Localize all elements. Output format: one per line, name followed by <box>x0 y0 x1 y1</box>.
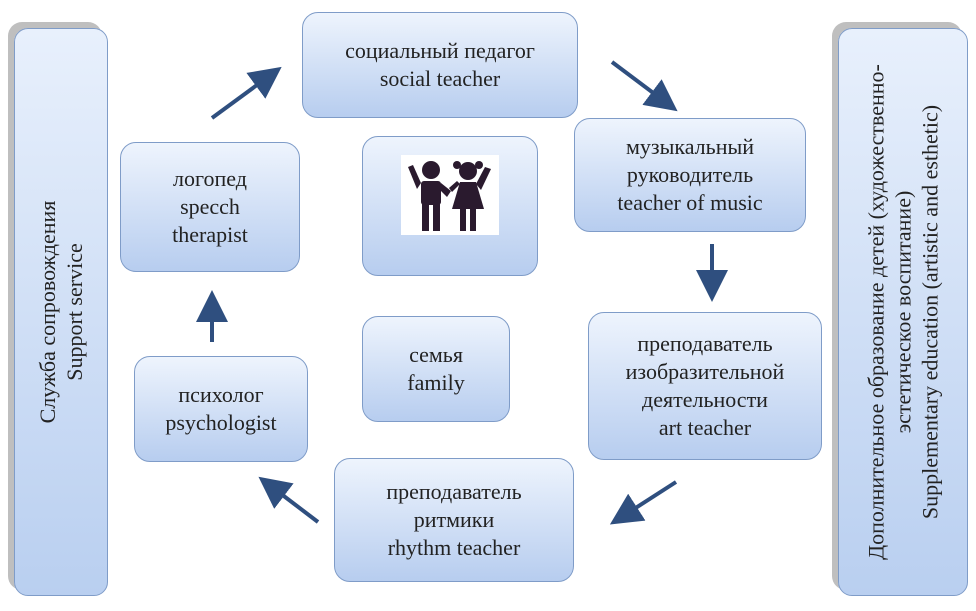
node-family: семья family <box>362 316 510 422</box>
node-rhythm-teacher: преподаватель ритмики rhythm teacher <box>334 458 574 582</box>
children-icon <box>401 155 499 235</box>
arrow-art-to-rhythm <box>609 480 678 525</box>
supplementary-education-panel: Дополнительное образование детей (художе… <box>838 28 968 596</box>
arrow-speech-to-social <box>210 66 282 120</box>
node-art-teacher: преподаватель изобразительной деятельнос… <box>588 312 822 460</box>
support-service-panel: Служба сопровождения Support service <box>14 28 108 596</box>
arrow-social-to-music <box>610 60 678 112</box>
node-music-teacher: музыкальный руководитель teacher of musi… <box>574 118 806 232</box>
node-psychologist: психолог psychologist <box>134 356 308 462</box>
arrow-rhythm-to-psychologist <box>258 476 320 524</box>
node-social-teacher: социальный педагог social teacher <box>302 12 578 118</box>
children-icon-svg <box>408 161 491 231</box>
node-speech-therapist: логопед specch therapist <box>120 142 300 272</box>
